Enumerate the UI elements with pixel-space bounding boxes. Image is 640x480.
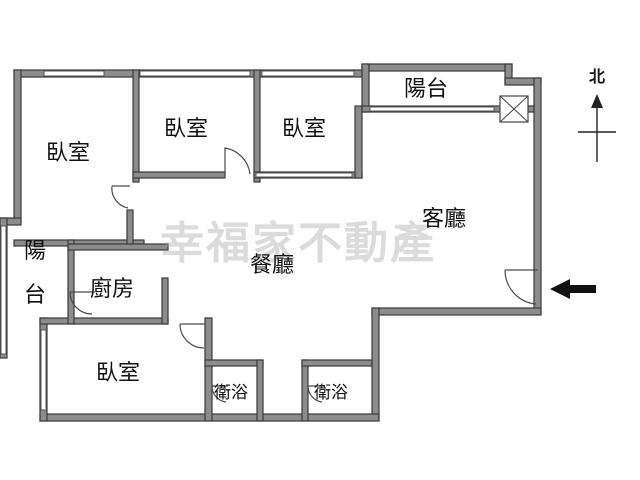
north-arrow-icon xyxy=(578,94,616,162)
ac-unit-icon xyxy=(499,95,529,123)
room-label-dining-room: 餐廳 xyxy=(250,253,294,278)
room-label-bedroom-mid: 臥室 xyxy=(164,117,208,142)
room-label-bedroom-ne: 臥室 xyxy=(282,117,326,142)
windows xyxy=(0,70,495,411)
compass: 北 xyxy=(578,67,616,162)
room-label-living-room: 客廳 xyxy=(422,207,466,232)
room-label-bath-1: 衛浴 xyxy=(214,383,248,403)
room-label-balcony-top: 陽台 xyxy=(404,77,448,102)
room-label-balcony-left: 陽 xyxy=(24,239,46,264)
doors xyxy=(69,147,538,403)
compass-north-label: 北 xyxy=(589,67,605,86)
room-label-balcony-left-2: 台 xyxy=(24,283,46,308)
room-label-bedroom-sw: 臥室 xyxy=(96,361,140,386)
watermark: 幸福家不動產 xyxy=(160,218,436,269)
room-label-kitchen: 廚房 xyxy=(90,277,134,302)
entrance-arrow-icon xyxy=(550,279,596,299)
room-label-bath-2: 衛浴 xyxy=(314,383,348,403)
room-label-bedroom-nw: 臥室 xyxy=(46,141,90,166)
